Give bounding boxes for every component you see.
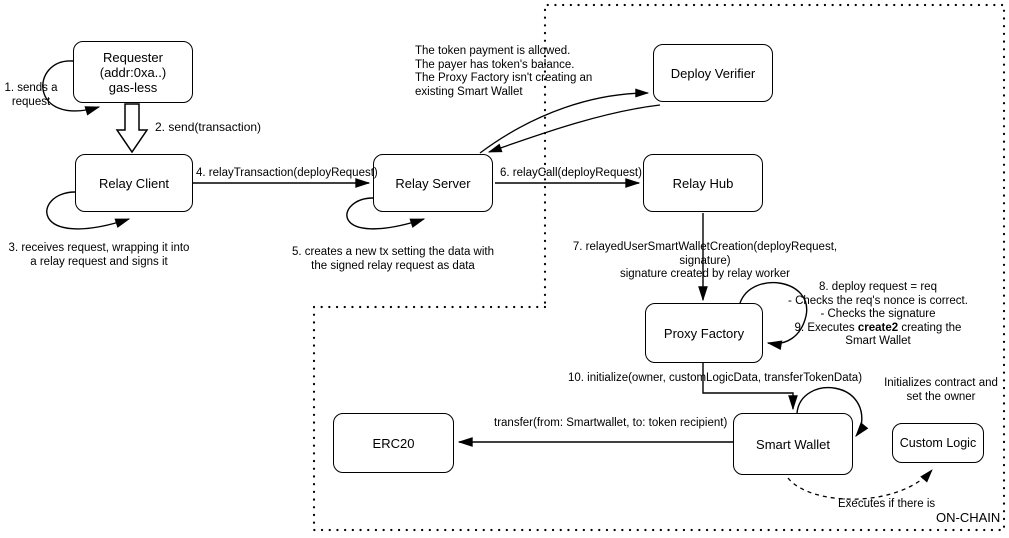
step3-label: 3. receives request, wrapping it into a … (8, 242, 190, 268)
proxy-factory-self-loop-arrow (739, 281, 808, 351)
node-relay-server-label: Relay Server (395, 175, 471, 191)
node-relay-hub-label: Relay Hub (672, 175, 734, 191)
create2-keyword: create2 (857, 321, 899, 334)
initialize-arrow (702, 363, 798, 411)
node-relay-client: Relay Client (75, 154, 193, 212)
send-transaction-block-arrow (115, 103, 149, 154)
step4-label: 4. relayTransaction(deployRequest) (196, 167, 378, 179)
node-requester-address: (addr:0xa..) (99, 64, 167, 80)
deploy-verifier-note: The token payment is allowed. The payer … (415, 45, 593, 98)
node-deploy-verifier-label: Deploy Verifier (670, 65, 756, 81)
node-custom-logic-label: Custom Logic (899, 435, 977, 450)
onchain-boundary (312, 3, 1006, 532)
step1-label: 1. sends a request (4, 82, 58, 108)
node-proxy-factory-label: Proxy Factory (663, 325, 745, 341)
transfer-label: transfer(from: Smartwallet, to: token re… (494, 417, 728, 429)
step10-label: 10. initialize(owner, customLogicData, t… (568, 372, 863, 384)
step2-label: 2. send(transaction) (155, 120, 262, 134)
executes-custom-logic-dashed-arrow (787, 469, 933, 500)
node-requester: Requester (addr:0xa..) gas-less (73, 41, 193, 103)
node-requester-label: Requester (103, 49, 163, 65)
step7-label: 7. relayedUserSmartWalletCreation(deploy… (572, 241, 838, 280)
node-relay-client-label: Relay Client (98, 175, 170, 191)
verifier-to-server-arrow (487, 104, 661, 153)
relay-client-self-loop-arrow (46, 191, 131, 230)
relay-server-self-loop-arrow (346, 197, 426, 230)
node-erc20-label: ERC20 (372, 435, 415, 451)
onchain-label: ON-CHAIN (936, 510, 1001, 525)
step6-label: 6. relayCall(deployRequest) (500, 167, 642, 179)
node-deploy-verifier: Deploy Verifier (653, 44, 773, 102)
requester-self-loop-arrow (42, 60, 101, 116)
node-requester-gasless: gas-less (108, 79, 158, 95)
custom-logic-note: Initializes contract and set the owner (884, 377, 998, 403)
smart-wallet-self-loop-arrow (796, 387, 869, 437)
executes-if-there-is-label: Executes if there is (838, 498, 936, 510)
node-relay-hub: Relay Hub (643, 154, 763, 212)
node-relay-server: Relay Server (373, 154, 493, 212)
node-custom-logic: Custom Logic (892, 423, 984, 463)
server-to-verifier-arrow (479, 88, 650, 154)
node-proxy-factory: Proxy Factory (645, 303, 763, 363)
node-erc20: ERC20 (333, 413, 454, 473)
step8-9-label: 8. deploy request = req - Checks the req… (788, 281, 968, 347)
node-smart-wallet: Smart Wallet (733, 413, 853, 475)
node-smart-wallet-label: Smart Wallet (756, 436, 830, 452)
step5-label: 5. creates a new tx setting the data wit… (291, 246, 494, 272)
